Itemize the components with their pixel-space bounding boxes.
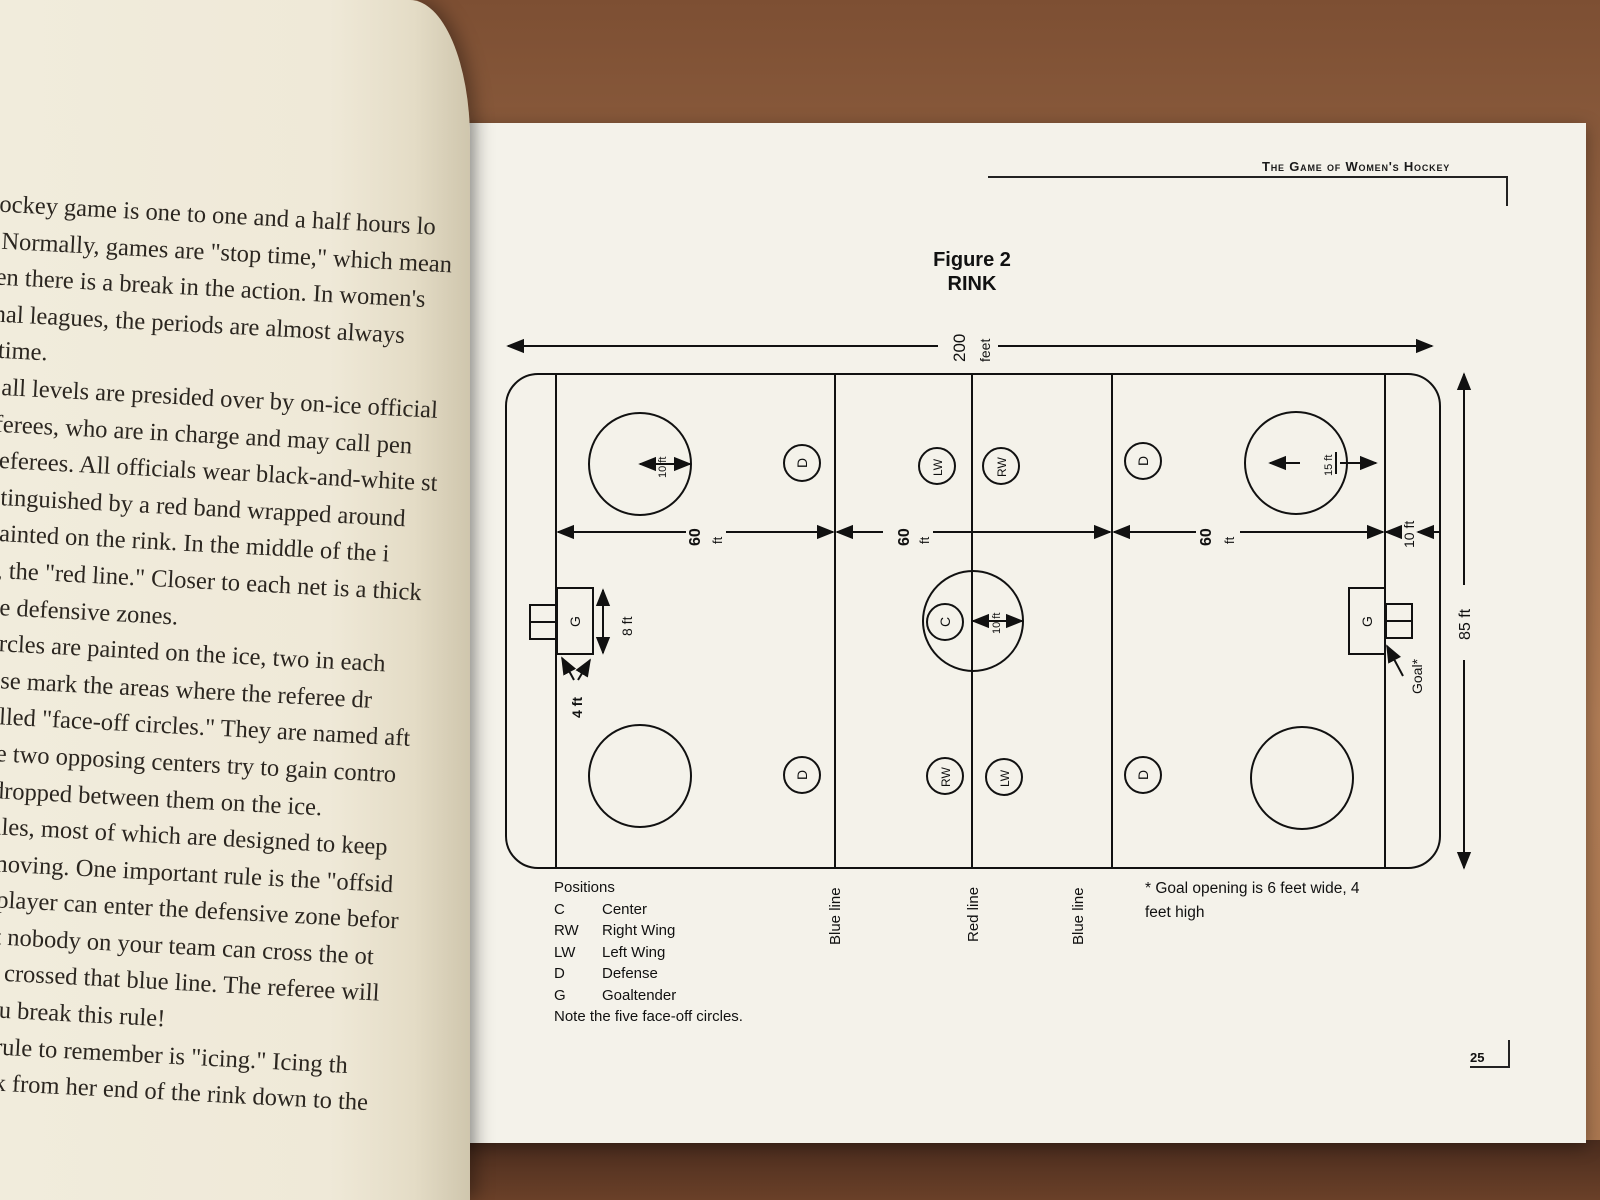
zone3-value: 60 [1198,528,1215,546]
marker-c-text: C [937,617,953,627]
goal-label: Goal* [1409,658,1425,694]
marker-d-3-text: D [1135,456,1151,466]
blue-line-label-2: Blue line [1070,887,1087,945]
figure-title: Figure 2 RINK [872,248,1072,296]
position-row: C Center [554,899,743,921]
goalie-right-text: G [1359,616,1375,627]
zone3-unit: ft [1222,536,1237,544]
marker-c [926,603,964,641]
circle-left-radius: 10 ft [657,457,669,478]
running-head-rule-end [1506,176,1508,206]
position-row: LW Left Wing [554,942,743,964]
left-page: hockey game is one to one and a half hou… [0,0,470,1200]
circle-right-radius: 15 ft [1323,455,1335,476]
length-unit: feet [977,339,993,362]
page-number-rule [1470,1066,1508,1068]
length-value: 200 [950,334,969,362]
faceoff-circle-bottom-left [588,724,692,828]
marker-lw-2 [985,758,1023,796]
marker-d-4 [1124,756,1162,794]
page-number-rule-end [1508,1040,1510,1068]
zone2-value: 60 [896,528,913,546]
zone1-value: 60 [687,528,704,546]
goal-pointer [1386,644,1404,677]
marker-rw-2-text: RW [939,767,953,787]
marker-lw-1 [918,447,956,485]
position-abbr: RW [554,922,579,939]
position-name: Defense [602,965,658,982]
width-value: 85 ft [1457,608,1474,640]
marker-rw-2 [926,757,964,795]
marker-rw-1 [982,447,1020,485]
position-name: Center [602,900,648,918]
table-edge [430,1140,1600,1200]
figure-number: Figure 2 [933,249,1011,271]
position-abbr: D [554,965,565,982]
position-row: G Goaltender [554,985,743,1007]
marker-d-2-text: D [794,770,810,780]
end-zone-value: 10 ft [1401,521,1417,548]
blue-line-label-1: Blue line [827,887,844,945]
goal-width-value: 8 ft [619,616,635,636]
position-row: RW Right Wing [554,920,743,942]
marker-d-1 [783,444,821,482]
faceoff-circle-bottom-right [1250,726,1354,830]
position-abbr: C [554,900,565,918]
marker-d-3 [1124,442,1162,480]
marker-lw-2-text: LW [998,769,1012,787]
marker-lw-1-text: LW [931,458,945,476]
position-abbr: G [554,986,566,1004]
running-head: The Game of Women's Hockey [1262,159,1451,174]
marker-rw-1-text: RW [995,457,1009,477]
position-row: D Defense [554,963,743,985]
position-name: Right Wing [602,922,676,939]
marker-d-2 [783,756,821,794]
figure-caption: RINK [947,273,997,295]
position-name: Left Wing [602,943,666,961]
positions-title: Positions [554,879,615,896]
marker-d-1-text: D [794,458,810,468]
red-line-label: Red line [965,887,982,942]
center-circle-radius: 10 ft [991,613,1003,634]
zone1-unit: ft [710,536,725,544]
goal-note: * Goal opening is 6 feet wide, 4 feet hi… [1145,880,1360,921]
crease-value: 4 ft [569,697,585,718]
position-name: Goaltender [602,986,677,1004]
running-head-rule [988,176,1506,178]
positions-note: Note the five face-off circles. [554,1008,743,1025]
goalie-left-text: G [567,616,583,627]
position-abbr: LW [554,943,576,961]
zone2-unit: ft [917,536,932,544]
page-number: 25 [1470,1050,1485,1065]
marker-d-4-text: D [1135,770,1151,780]
right-page [462,123,1586,1143]
